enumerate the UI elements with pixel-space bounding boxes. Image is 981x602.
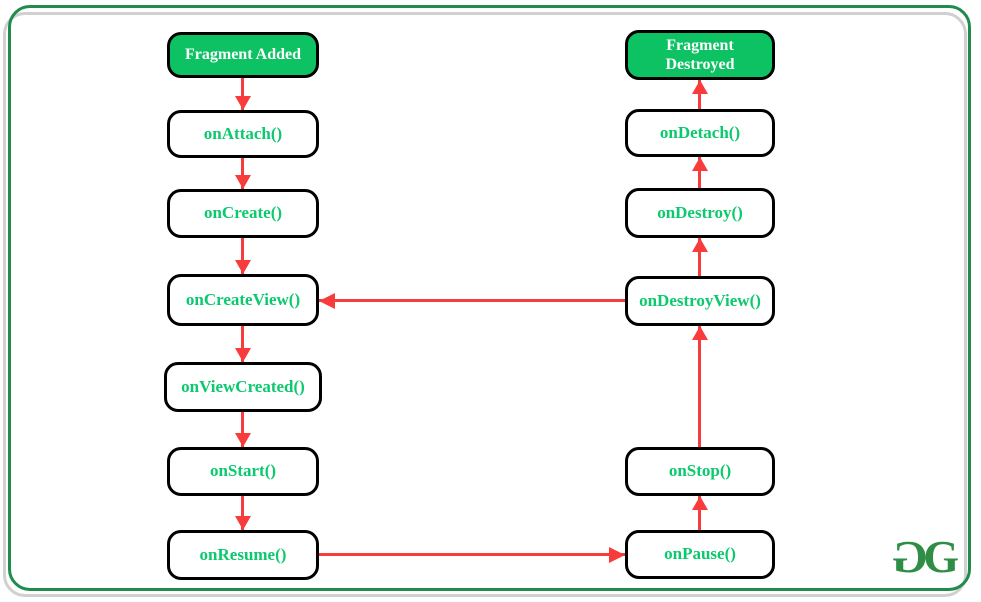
arrow-on-create-view-to-on-view-created (241, 326, 244, 362)
arrow-on-resume-to-on-pause (319, 553, 625, 556)
outer-frame-gray (3, 12, 967, 597)
node-on-attach: onAttach() (167, 110, 319, 158)
arrow-on-attach-to-on-create (241, 158, 244, 189)
arrow-on-stop-to-on-destroy-view (698, 326, 701, 447)
node-on-create: onCreate() (167, 189, 319, 238)
arrow-on-destroy-view-to-on-destroy (698, 238, 701, 276)
node-on-stop: onStop() (625, 447, 775, 496)
node-on-pause: onPause() (625, 530, 775, 579)
arrow-on-start-to-on-resume (241, 496, 244, 530)
node-on-start: onStart() (167, 447, 319, 496)
arrow-on-view-created-to-on-start (241, 412, 244, 447)
node-on-create-view: onCreateView() (167, 274, 319, 326)
node-on-destroy: onDestroy() (625, 188, 775, 238)
node-on-resume: onResume() (167, 530, 319, 580)
arrow-on-detach-to-fragment-destroyed (698, 80, 701, 109)
arrow-on-destroy-to-on-detach (698, 157, 701, 188)
logo-g-glyph: G (923, 531, 959, 582)
logo-mirrored-g-glyph: G (892, 531, 929, 582)
arrow-fragment-added-to-on-attach (241, 78, 244, 110)
arrow-on-destroy-view-to-on-create-view (319, 299, 625, 302)
node-fragment-destroyed: Fragment Destroyed (625, 30, 775, 80)
outer-frame-green (8, 5, 971, 591)
arrow-on-create-to-on-create-view (241, 238, 244, 274)
arrow-on-pause-to-on-stop (698, 496, 701, 530)
node-on-detach: onDetach() (625, 109, 775, 157)
node-fragment-added: Fragment Added (167, 32, 319, 78)
node-on-view-created: onViewCreated() (164, 362, 322, 412)
node-on-destroy-view: onDestroyView() (625, 276, 775, 326)
geeksforgeeks-logo: GG (892, 531, 959, 582)
